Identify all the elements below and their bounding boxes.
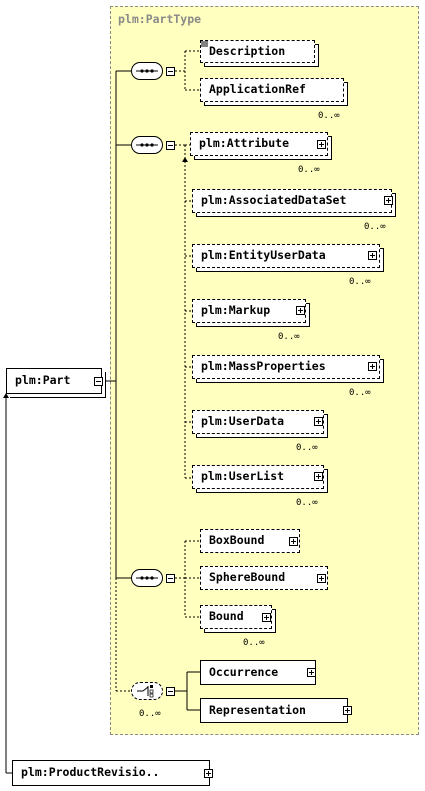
expand-icon[interactable]	[307, 668, 316, 677]
element-box-bound[interactable]: BoxBound	[200, 529, 300, 553]
expand-icon[interactable]	[289, 537, 298, 546]
element-plm-markup[interactable]: plm:Markup	[192, 299, 306, 323]
collapse-sequence-icon[interactable]	[166, 141, 175, 150]
expand-icon[interactable]	[317, 574, 326, 583]
element-plm-attribute[interactable]: plm:Attribute	[190, 132, 328, 156]
occurrence-label: 0..∞	[349, 388, 371, 398]
expand-icon[interactable]	[368, 362, 377, 371]
element-plm-user-list[interactable]: plm:UserList	[192, 465, 324, 489]
element-application-ref[interactable]: ApplicationRef	[200, 78, 344, 102]
expand-icon[interactable]	[314, 472, 323, 481]
expand-icon[interactable]	[204, 769, 213, 778]
choice-compositor-icon[interactable]	[131, 682, 163, 700]
element-plm-user-data[interactable]: plm:UserData	[192, 410, 324, 434]
element-plm-mass-properties[interactable]: plm:MassProperties	[192, 355, 380, 379]
expand-icon[interactable]	[317, 140, 326, 149]
element-sphere-bound[interactable]: SphereBound	[200, 566, 328, 590]
occurrence-label: 0..∞	[278, 332, 300, 342]
sequence-dots-icon	[136, 576, 158, 580]
documentation-icon	[201, 41, 208, 47]
expand-icon[interactable]	[262, 613, 271, 622]
collapse-root-icon[interactable]	[94, 377, 103, 386]
element-bound[interactable]: Bound	[200, 605, 272, 629]
expand-icon[interactable]	[384, 196, 393, 205]
occurrence-label: 0..∞	[296, 498, 318, 508]
element-representation[interactable]: Representation	[200, 698, 348, 723]
element-occurrence[interactable]: Occurrence	[200, 660, 316, 685]
choice-switch-icon	[137, 685, 154, 698]
occurrence-label: 0..∞	[298, 165, 320, 175]
occurrence-label: 0..∞	[364, 222, 386, 232]
element-plm-associated-data-set[interactable]: plm:AssociatedDataSet	[192, 189, 392, 213]
complex-type-title: plm:PartType	[118, 12, 202, 26]
collapse-choice-icon[interactable]	[166, 687, 175, 696]
occurrence-label: 0..∞	[349, 277, 371, 287]
element-plm-entity-user-data[interactable]: plm:EntityUserData	[192, 244, 380, 268]
occurrence-label: 0..∞	[318, 111, 340, 121]
element-plm-product-revision[interactable]: plm:ProductRevisio..	[12, 760, 210, 786]
occurrence-label: 0..∞	[296, 443, 318, 453]
sequence-dots-icon	[136, 143, 158, 147]
collapse-sequence-icon[interactable]	[166, 67, 175, 76]
root-element-plm-part[interactable]: plm:Part	[6, 368, 102, 394]
element-description[interactable]: Description	[200, 40, 315, 63]
collapse-sequence-icon[interactable]	[166, 574, 175, 583]
occurrence-label: 0..∞	[243, 638, 265, 648]
sequence-dots-icon	[136, 69, 158, 73]
expand-icon[interactable]	[368, 251, 377, 260]
occurrence-label: 0..∞	[139, 709, 161, 719]
expand-icon[interactable]	[343, 706, 352, 715]
expand-icon[interactable]	[296, 306, 305, 315]
expand-icon[interactable]	[314, 417, 323, 426]
